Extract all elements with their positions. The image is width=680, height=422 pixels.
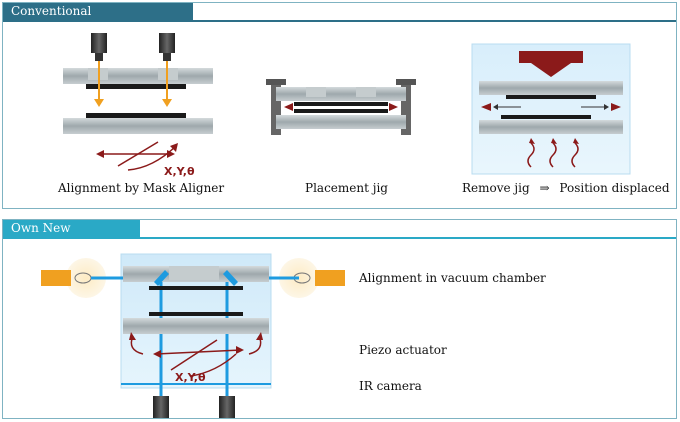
lamp-left (41, 270, 71, 286)
lamp-right (315, 270, 345, 286)
substrate (86, 113, 186, 118)
mask (86, 84, 186, 89)
conventional-panel: Conventional photolithography (2, 2, 677, 209)
ir-camera-left (153, 396, 169, 418)
stage (63, 118, 213, 134)
remove-jig-diagram (471, 43, 631, 175)
label-ir: IR camera (359, 379, 422, 393)
new-tech-header: Own New Technology (3, 220, 140, 252)
header-rule (3, 20, 676, 22)
axis-label-2: X,Y,θ (175, 371, 206, 384)
caption-mask-aligner: Alignment by Mask Aligner (58, 181, 225, 195)
header-rule-2 (3, 237, 676, 239)
mask-aligner-diagram: X,Y,θ (63, 33, 213, 178)
new-tech-panel: Own New Technology (2, 219, 677, 419)
arrow-symbol: ⇒ (539, 181, 550, 195)
axis-label-1: X,Y,θ (164, 165, 195, 178)
caption-remove-jig: Remove jig ⇒ Position displaced (462, 181, 670, 195)
label-vacuum: Alignment in vacuum chamber (359, 271, 546, 285)
camera-left (91, 33, 107, 53)
ir-camera-right (219, 396, 235, 418)
camera-right (159, 33, 175, 53)
mask-holder (63, 68, 213, 84)
remove-jig-text: Remove jig (462, 181, 530, 195)
placement-jig-diagram (266, 79, 416, 135)
caption-placement-jig: Placement jig (305, 181, 388, 195)
position-displaced-text: Position displaced (559, 181, 670, 195)
conventional-header: Conventional photolithography (3, 3, 193, 35)
vacuum-chamber-diagram: X,Y,θ (41, 253, 345, 418)
label-piezo: Piezo actuator (359, 343, 447, 357)
